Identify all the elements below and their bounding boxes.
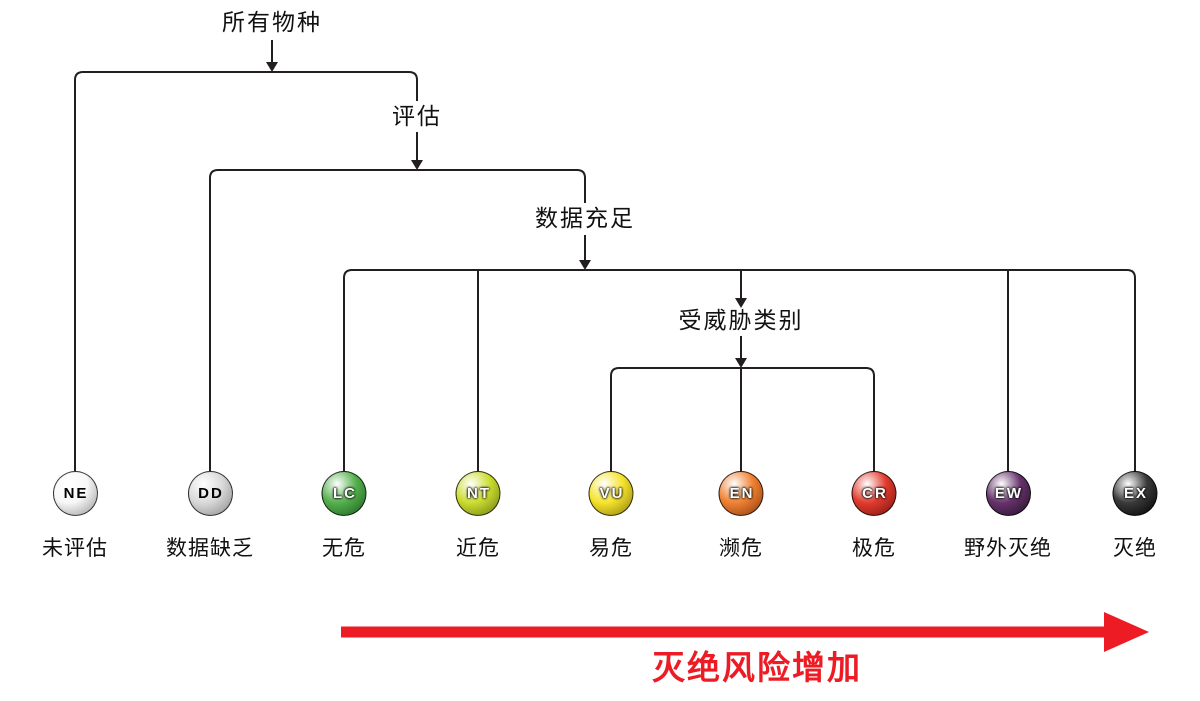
- connector-bracket-level1: [74, 71, 418, 471]
- category-code: EW: [994, 485, 1024, 502]
- category-ball: VU: [588, 471, 634, 516]
- category-code: EN: [729, 485, 755, 502]
- node-all-species: 所有物种: [222, 9, 322, 35]
- arrowhead-threatened-bracket: [735, 358, 747, 368]
- category-item: EN 濒危: [718, 471, 764, 562]
- category-code: CR: [862, 485, 888, 502]
- category-label: 濒危: [719, 537, 763, 560]
- category-code: VU: [599, 485, 625, 502]
- category-ball: EW: [985, 471, 1031, 516]
- risk-arrow-head: [1104, 612, 1149, 652]
- category-label: 数据缺乏: [166, 537, 254, 560]
- category-ball: NT: [455, 471, 501, 516]
- category-item: EX 灭绝: [1112, 471, 1158, 562]
- category-code: NE: [63, 485, 89, 502]
- category-item: VU 易危: [588, 471, 634, 562]
- arrowhead-evaluated: [411, 160, 423, 170]
- category-label: 未评估: [42, 537, 108, 560]
- extinction-risk-label: 灭绝风险增加: [652, 649, 862, 686]
- connector-bracket-level4: [610, 367, 875, 471]
- category-code: LC: [333, 485, 357, 502]
- category-ball: LC: [321, 471, 367, 516]
- node-evaluated: 评估: [392, 103, 442, 129]
- category-label: 易危: [589, 537, 633, 560]
- connector-bracket-level3: [343, 269, 1136, 471]
- arrowhead-threatened-label: [735, 298, 747, 308]
- category-label: 灭绝: [1113, 537, 1157, 560]
- category-item: EW 野外灭绝: [964, 471, 1052, 562]
- category-item: CR 极危: [851, 471, 897, 562]
- tree-connectors: [74, 40, 1136, 471]
- category-ball: EX: [1112, 471, 1158, 516]
- category-code: NT: [467, 485, 491, 502]
- category-item: DD 数据缺乏: [166, 471, 254, 562]
- arrowhead-adequate: [579, 260, 591, 270]
- arrowhead-root: [266, 62, 278, 72]
- category-item: NE 未评估: [42, 471, 108, 562]
- category-label: 近危: [456, 537, 500, 560]
- category-label: 野外灭绝: [964, 537, 1052, 560]
- category-code: DD: [198, 485, 224, 502]
- category-ball: DD: [187, 471, 233, 516]
- category-label: 无危: [322, 537, 366, 560]
- node-threatened-categories: 受威胁类别: [678, 307, 804, 333]
- category-item: LC 无危: [321, 471, 367, 562]
- category-item: NT 近危: [455, 471, 501, 562]
- category-code: EX: [1123, 485, 1148, 502]
- category-ball: EN: [718, 471, 764, 516]
- tree-arrowheads: [266, 62, 747, 368]
- category-ball: CR: [851, 471, 897, 516]
- category-label: 极危: [852, 537, 896, 560]
- connector-bracket-level2: [209, 169, 586, 471]
- node-adequate-data: 数据充足: [535, 205, 635, 231]
- extinction-risk-arrow: [341, 612, 1149, 652]
- category-ball: NE: [52, 471, 98, 516]
